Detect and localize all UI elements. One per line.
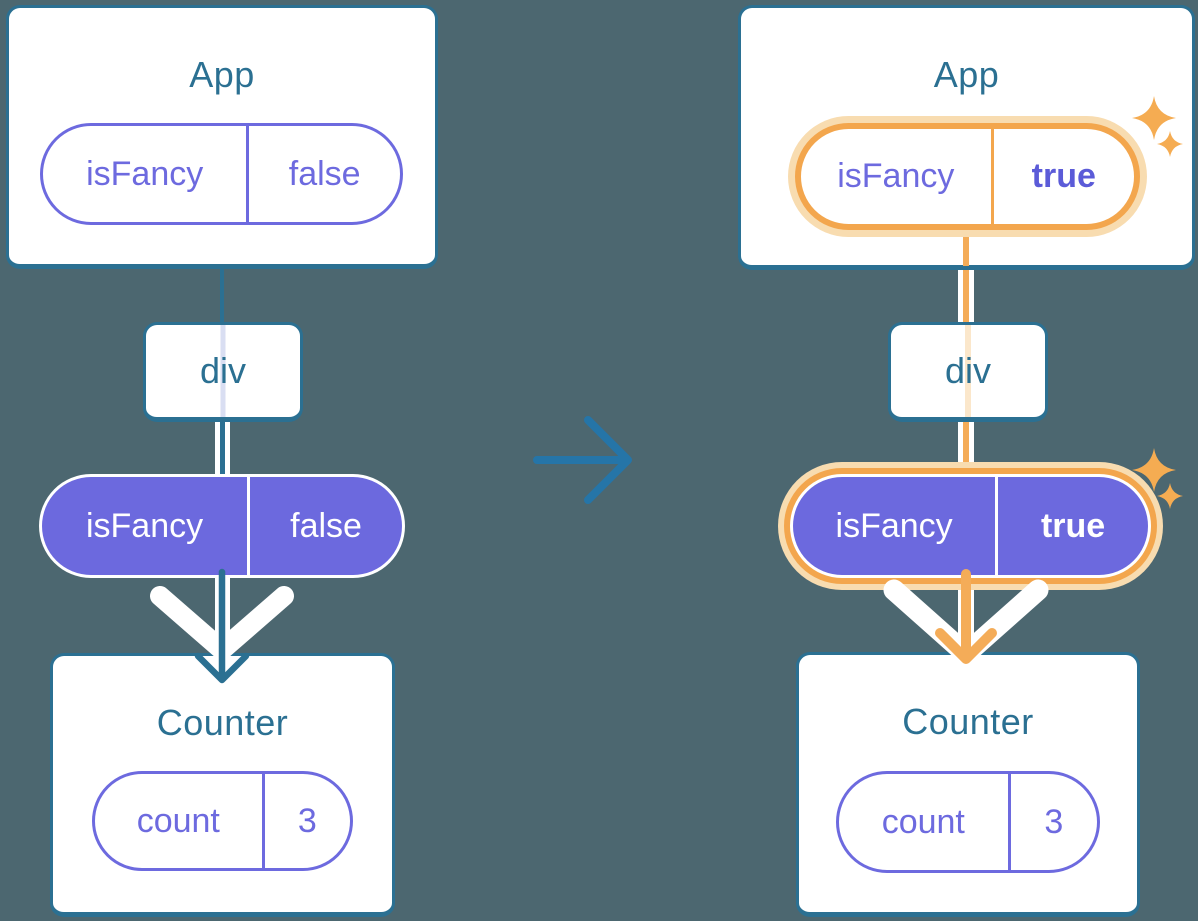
- prop-value: false: [290, 506, 362, 545]
- app-title: App: [933, 54, 1000, 95]
- before-app-to-div-line: [220, 266, 224, 324]
- prop-flow-arrow-icon: [194, 568, 250, 684]
- after-div-box: div: [888, 322, 1048, 422]
- app-title: App: [189, 54, 255, 95]
- sparkles-icon: [1132, 96, 1183, 157]
- after-counter-state-pill: count 3: [836, 771, 1100, 873]
- prop-value: false: [288, 154, 361, 193]
- pass-line-left: [958, 420, 963, 479]
- transition-arrow-icon: [533, 416, 632, 504]
- prop-value-line-orange: [963, 420, 969, 479]
- before-app-card: App isFancy false: [6, 5, 438, 269]
- state-value: 3: [1044, 802, 1064, 841]
- pass-line-left: [958, 268, 963, 324]
- prop-value-line: [220, 420, 225, 479]
- pass-line-right: [225, 420, 230, 479]
- state-name: count: [95, 774, 265, 868]
- div-label: div: [944, 350, 992, 391]
- before-counter-state-pill: count 3: [92, 771, 353, 871]
- prop-flow-arrow-orange-icon: [935, 569, 997, 664]
- pass-line-right: [969, 573, 974, 643]
- pass-line-right: [225, 573, 230, 643]
- sparkles-icon: [1132, 448, 1183, 509]
- prop-value: true: [1031, 157, 1096, 195]
- prop-name: isFancy: [42, 477, 251, 575]
- prop-value-line-orange: [963, 268, 969, 324]
- prop-name: isFancy: [793, 477, 999, 575]
- state-name: count: [839, 774, 1011, 870]
- orange-flow-line: [963, 230, 969, 266]
- counter-title: Counter: [156, 702, 289, 743]
- pass-line-left: [958, 573, 963, 643]
- before-passed-prop-pill: isFancy false: [42, 477, 402, 575]
- before-counter-card: Counter count 3: [50, 653, 395, 917]
- after-counter-card: Counter count 3: [796, 652, 1140, 917]
- prop-name: isFancy: [43, 126, 250, 222]
- after-div-to-prop-connector: [958, 420, 974, 479]
- prop-through-line: [220, 325, 226, 417]
- before-app-prop-pill: isFancy false: [40, 123, 403, 225]
- prop-name: isFancy: [801, 129, 994, 224]
- after-passed-prop-pill-highlighted: isFancy true: [793, 477, 1148, 575]
- after-app-prop-pill-highlighted: isFancy true: [795, 123, 1140, 230]
- prop-through-line-orange: [965, 325, 971, 417]
- state-value: 3: [297, 801, 317, 840]
- after-app-to-div-connector: [958, 268, 974, 324]
- pass-line-left: [215, 420, 220, 479]
- prop-value: true: [1040, 506, 1106, 545]
- pass-line-right: [969, 268, 974, 324]
- pass-line-right: [969, 420, 974, 479]
- before-div-to-prop-connector: [215, 420, 230, 479]
- pass-line-left: [215, 573, 220, 643]
- after-app-card: App isFancy true: [738, 5, 1195, 270]
- counter-title: Counter: [902, 701, 1034, 742]
- before-div-box: div: [143, 322, 303, 422]
- div-label: div: [199, 350, 247, 391]
